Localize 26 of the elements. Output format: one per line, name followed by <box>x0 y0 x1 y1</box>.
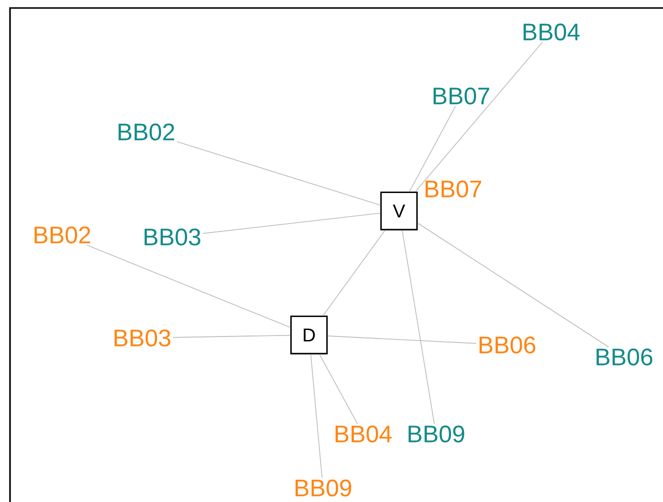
node-label: BB07 <box>426 180 482 198</box>
edge-line <box>322 230 386 316</box>
node-label: BB02 <box>118 123 174 140</box>
edge-line <box>402 230 435 424</box>
edge-line <box>202 212 381 234</box>
node-label: BB03 <box>144 228 200 246</box>
edge-line <box>417 222 609 348</box>
vertex-box: D <box>290 316 328 354</box>
node-label: BB03 <box>114 329 170 346</box>
node-label: BB06 <box>480 336 536 354</box>
node-label: BB07 <box>434 87 490 104</box>
node-label: BB09 <box>296 479 352 496</box>
node-label: BB02 <box>34 226 90 244</box>
edge-line <box>319 354 358 424</box>
node-label: BB04 <box>524 23 580 40</box>
vertex-box: V <box>380 192 418 230</box>
node-label: BB06 <box>596 348 652 366</box>
edge-line <box>415 42 543 192</box>
node-label: BB04 <box>336 425 392 442</box>
edge-line <box>327 336 476 344</box>
edge-line <box>310 354 322 478</box>
node-label: BB09 <box>408 425 464 442</box>
edge-line <box>409 106 456 192</box>
edge-line <box>176 141 381 206</box>
edge-line <box>172 334 291 338</box>
edge-line <box>86 244 291 328</box>
